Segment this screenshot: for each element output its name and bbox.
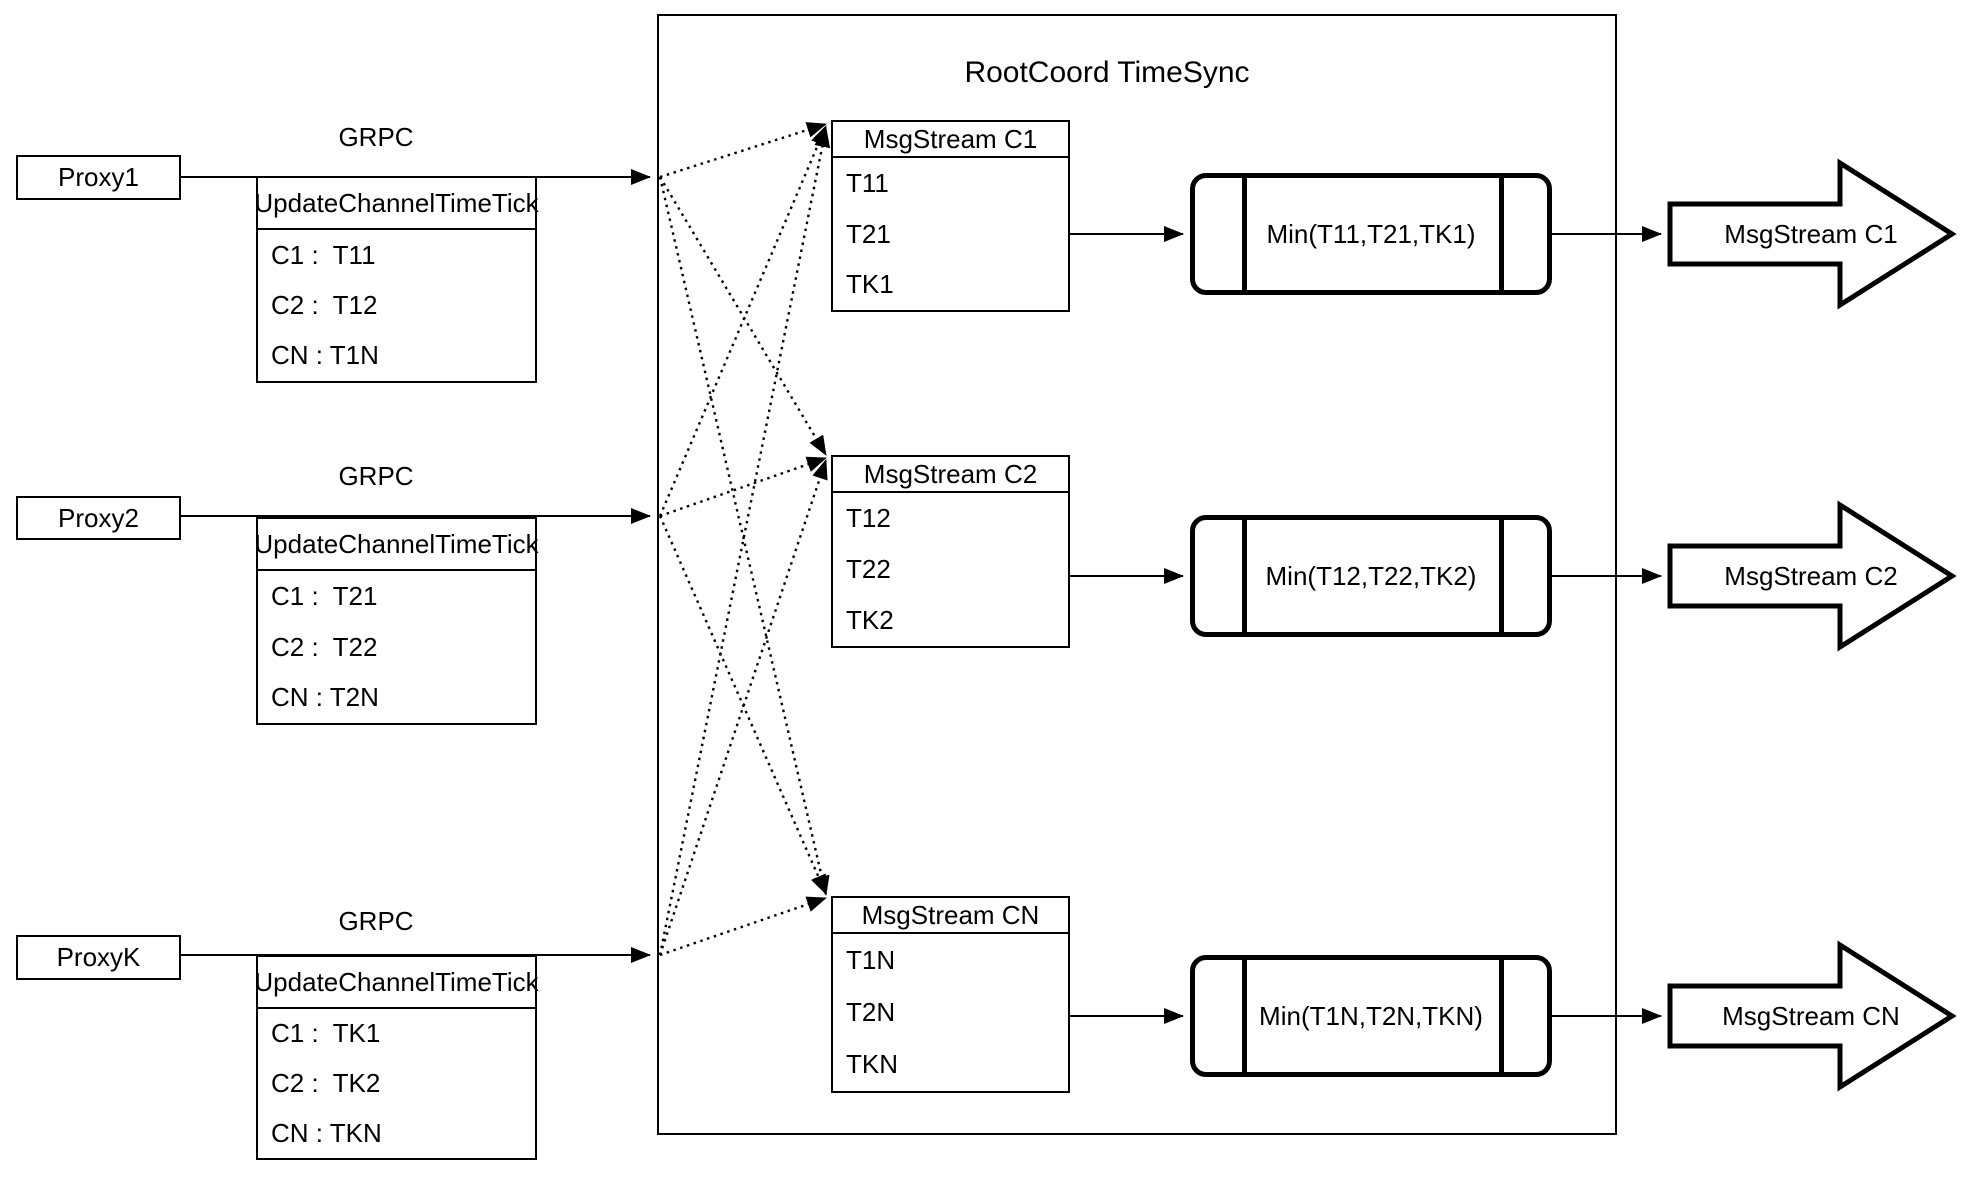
msgstream-table-title: MsgStream C2	[833, 457, 1068, 493]
timetick-entry: CN : TKN	[271, 1117, 382, 1148]
tick-value: TKN	[846, 1049, 898, 1080]
timetick-entry: C2 : T22	[271, 631, 378, 662]
proxy2-label: Proxy2	[58, 502, 139, 533]
min-expression: Min(T11,T21,TK1)	[1266, 218, 1476, 249]
rootcoord-timesync-box: RootCoord TimeSync	[657, 14, 1617, 1135]
timetick-table-body: C1 : T21 C2 : T22 CN : T2N	[258, 571, 535, 723]
proxyk-box: ProxyK	[16, 935, 181, 980]
rootcoord-title: RootCoord TimeSync	[964, 56, 1250, 89]
msgstream-table-body: T12 T22 TK2	[833, 493, 1068, 646]
update-channel-timetick-table-2: UpdateChannelTimeTick C1 : T21 C2 : T22 …	[254, 517, 539, 725]
min-process-box-c2: Min(T12,T22,TK2)	[1190, 515, 1552, 637]
dotted-link-p2-c2	[659, 456, 827, 518]
min-expression: Min(T1N,T2N,TKN)	[1259, 1000, 1483, 1031]
tick-value: T22	[846, 554, 891, 584]
msgstream-table-title: MsgStream C1	[833, 122, 1068, 158]
grpc-label-3: GRPC	[338, 906, 414, 936]
min-box-right-divider	[1499, 520, 1504, 632]
dotted-link-p1-cn	[658, 176, 830, 896]
timetick-entry: CN : T1N	[271, 340, 379, 371]
output-arrow-shape-cn	[1667, 940, 1957, 1092]
output-arrow-shape-c1	[1667, 158, 1957, 310]
min-box-right-divider	[1499, 960, 1504, 1072]
msgstream-table-c2: MsgStream C2 T12 T22 TK2	[831, 455, 1070, 648]
output-arrow-shape-c2	[1667, 500, 1957, 652]
tick-value: TK1	[846, 269, 894, 300]
timetick-table-body: C1 : T11 C2 : T12 CN : T1N	[258, 230, 535, 381]
dotted-link-p1-c1	[659, 122, 827, 179]
timetick-entry: C2 : TK2	[271, 1068, 381, 1098]
tick-value: T21	[846, 218, 891, 249]
output-arrow-label-c2: MsgStream C2	[1724, 560, 1898, 591]
timetick-table-header: UpdateChannelTimeTick	[254, 519, 539, 571]
tick-value: T1N	[846, 944, 896, 975]
update-channel-timetick-table-3: UpdateChannelTimeTick C1 : TK1 C2 : TK2 …	[254, 955, 539, 1160]
dotted-link-p1-c2	[658, 176, 828, 456]
timetick-table-header: UpdateChannelTimeTick	[254, 957, 539, 1009]
proxyk-label: ProxyK	[56, 942, 141, 972]
proxy1-label: Proxy1	[58, 162, 139, 192]
tick-value: T11	[846, 167, 889, 198]
dotted-link-pk-c1	[658, 127, 831, 956]
min-box-left-divider	[1242, 178, 1247, 290]
min-expression: Min(T12,T22,TK2)	[1265, 560, 1477, 591]
timetick-entry: C1 : T21	[271, 580, 378, 611]
timetick-entry: C1 : T11	[271, 239, 376, 270]
update-channel-timetick-table-1: UpdateChannelTimeTick C1 : T11 C2 : T12 …	[254, 176, 539, 383]
tick-value: TK2	[846, 605, 894, 635]
dotted-link-pk-cn	[659, 896, 827, 957]
min-box-right-divider	[1499, 178, 1504, 290]
timetick-entry: CN : T2N	[271, 682, 379, 713]
msgstream-table-cn: MsgStream CN T1N T2N TKN	[831, 896, 1070, 1093]
output-arrow-label-c1: MsgStream C1	[1724, 218, 1898, 249]
proxy1-box: Proxy1	[16, 155, 181, 200]
dotted-link-pk-c2	[658, 459, 828, 956]
msgstream-table-c1: MsgStream C1 T11 T21 TK1	[831, 120, 1070, 312]
msgstream-table-body: T1N T2N TKN	[833, 934, 1068, 1091]
grpc-label-2: GRPC	[338, 461, 414, 491]
timetick-table-body: C1 : TK1 C2 : TK2 CN : TKN	[258, 1009, 535, 1158]
msgstream-table-body: T11 T21 TK1	[833, 158, 1068, 310]
min-box-left-divider	[1242, 520, 1247, 632]
msgstream-table-title: MsgStream CN	[833, 898, 1068, 934]
min-box-left-divider	[1242, 960, 1247, 1072]
min-process-box-c1: Min(T11,T21,TK1)	[1190, 173, 1552, 295]
grpc-label-1: GRPC	[338, 122, 414, 152]
timetick-table-header: UpdateChannelTimeTick	[254, 178, 539, 230]
proxy2-box: Proxy2	[16, 496, 181, 540]
min-process-box-cn: Min(T1N,T2N,TKN)	[1190, 955, 1552, 1077]
timetick-entry: C1 : TK1	[271, 1018, 381, 1049]
output-arrow-label-cn: MsgStream CN	[1722, 1000, 1900, 1031]
tick-value: T12	[846, 503, 891, 533]
timetick-entry: C2 : T12	[271, 289, 378, 320]
tick-value: T2N	[846, 996, 896, 1027]
